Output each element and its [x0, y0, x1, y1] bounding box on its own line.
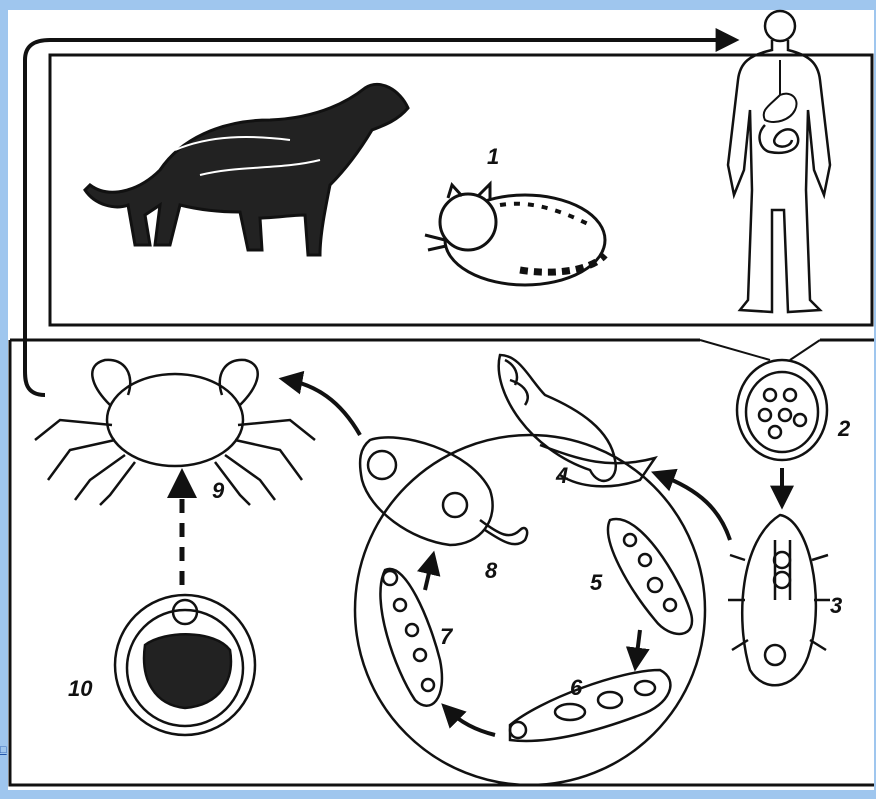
- label-stage-9: 9: [212, 480, 224, 502]
- label-stage-4: 4: [556, 465, 568, 487]
- metacercaria-illustration: [115, 595, 255, 735]
- label-stage-10: 10: [68, 678, 92, 700]
- label-stage-2: 2: [838, 418, 850, 440]
- label-stage-3: 3: [830, 595, 842, 617]
- label-stage-7: 7: [440, 626, 452, 648]
- label-stage-1: 1: [487, 146, 499, 168]
- edge-glyph-link[interactable]: □: [0, 744, 7, 756]
- label-stage-8: 8: [485, 560, 497, 582]
- label-stage-5: 5: [590, 572, 602, 594]
- label-stage-6: 6: [570, 677, 582, 699]
